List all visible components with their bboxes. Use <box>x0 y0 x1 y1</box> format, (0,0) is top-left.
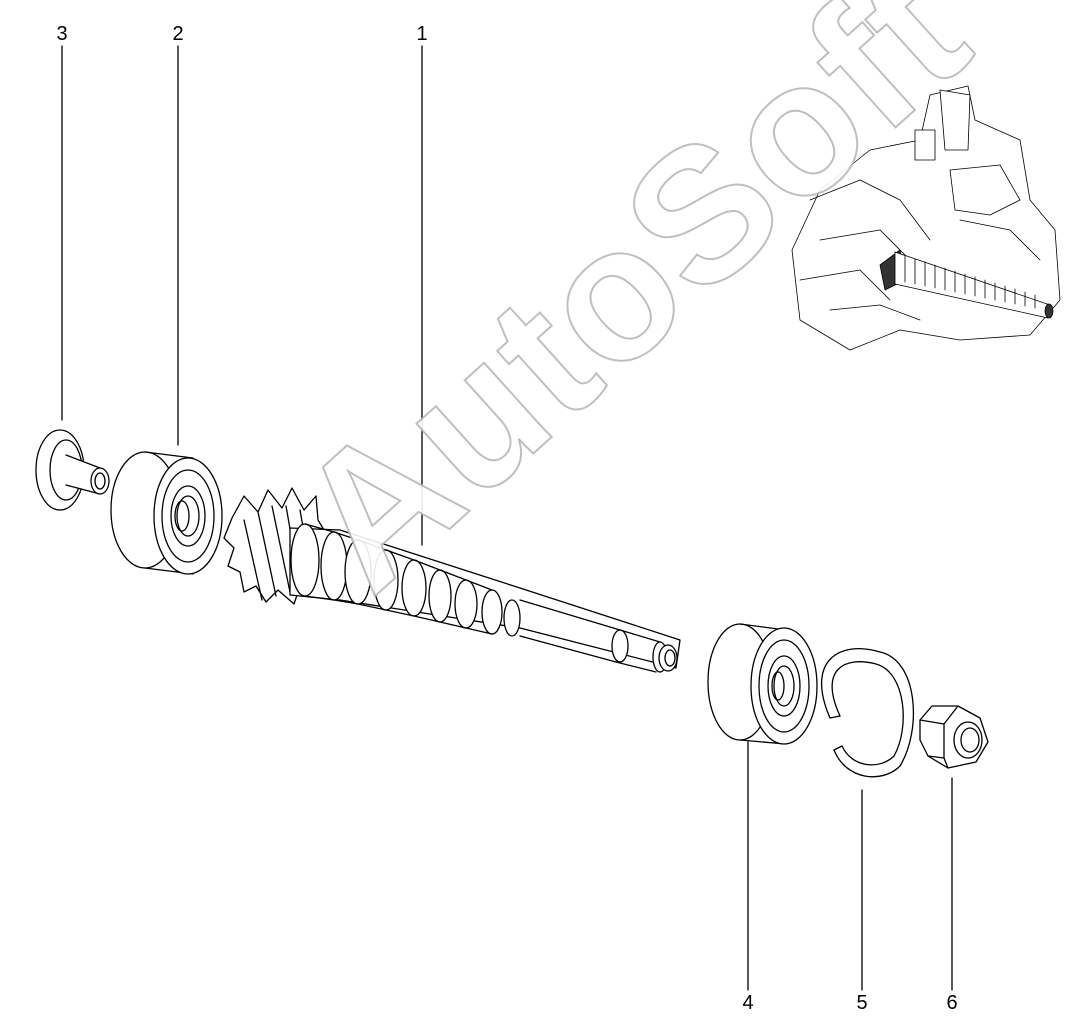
callout-label-3: 3 <box>56 23 68 45</box>
gearbox-location-thumbnail <box>791 85 1061 351</box>
callout-label-4: 4 <box>742 992 754 1014</box>
part-5-circlip <box>820 648 915 778</box>
callout-label-1: 1 <box>416 23 428 45</box>
part-1-shaft <box>223 487 681 673</box>
callout-label-5: 5 <box>856 992 868 1014</box>
callout-label-6: 6 <box>946 992 958 1014</box>
part-4-bearing <box>707 623 818 745</box>
part-3-cap <box>35 429 110 511</box>
part-6-nut <box>919 705 989 769</box>
part-2-bearing <box>110 451 223 575</box>
callout-label-2: 2 <box>172 23 184 45</box>
